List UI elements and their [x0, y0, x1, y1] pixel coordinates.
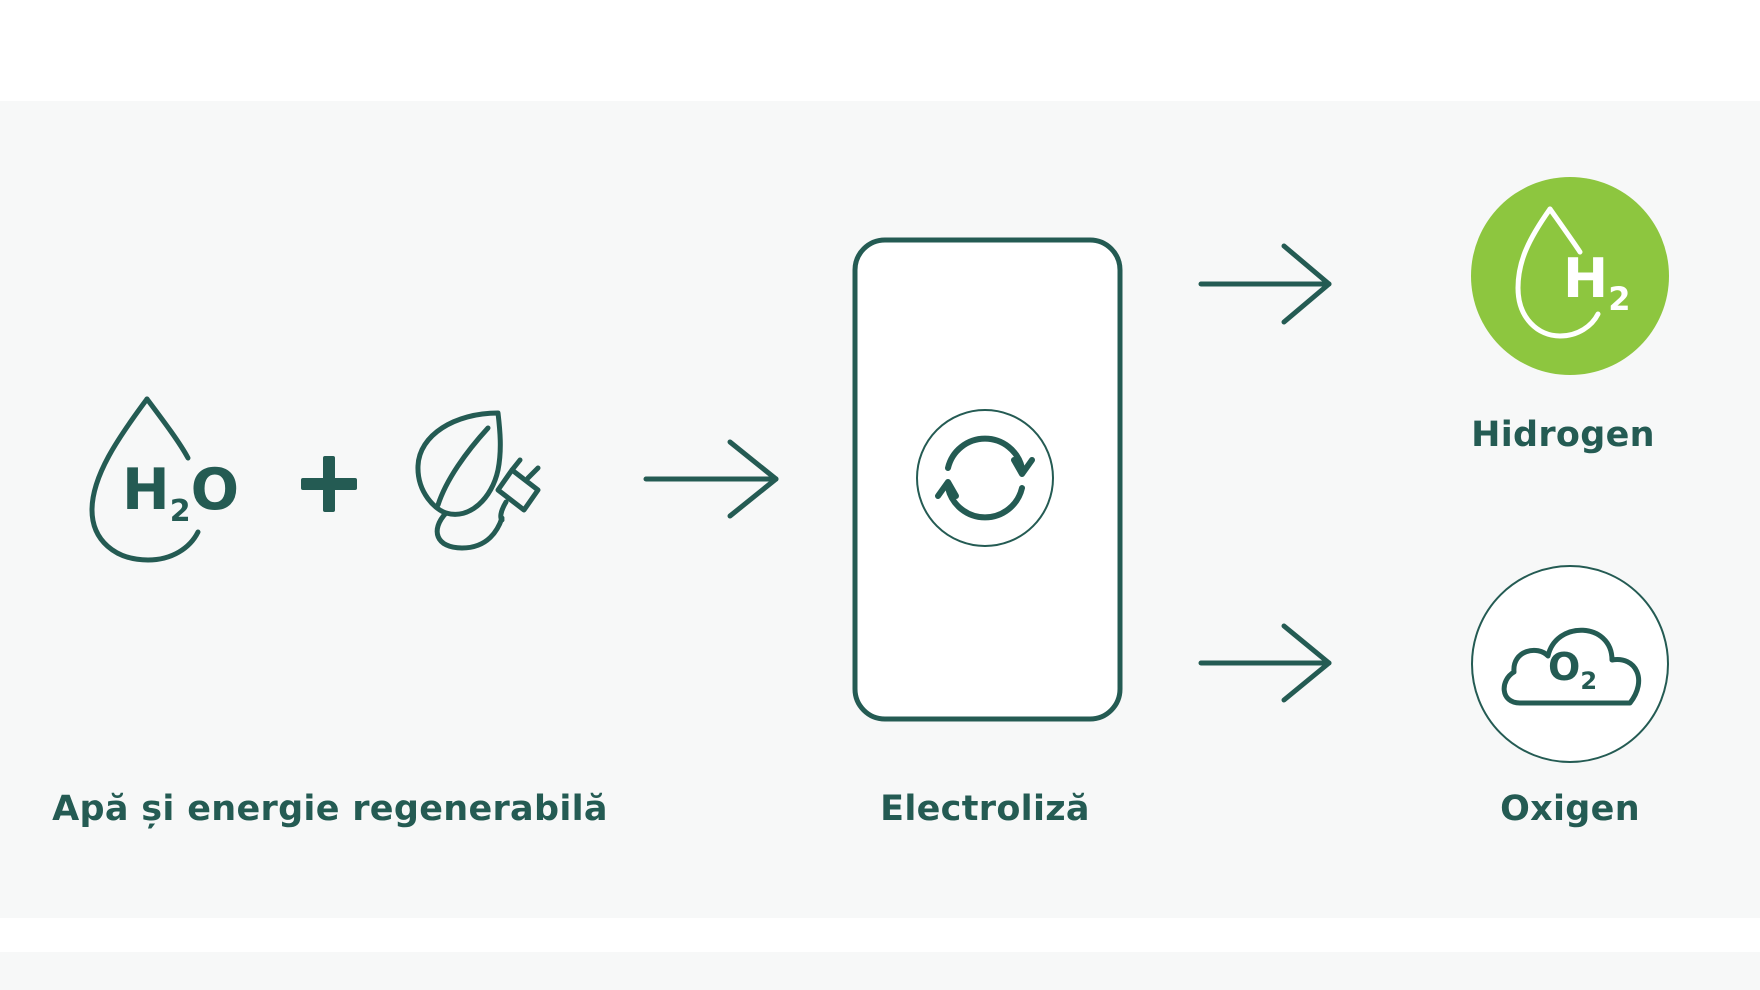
oxygen-cloud-icon: O2 — [1471, 565, 1669, 763]
cycle-arrows-icon — [916, 409, 1054, 547]
electrolysis-label: Electroliză — [880, 789, 1090, 829]
hydrogen-drop-icon: H2 — [1471, 177, 1669, 375]
arrow-to-oxygen-icon — [1198, 623, 1332, 703]
svg-text:O2: O2 — [1548, 645, 1597, 695]
arrow-to-hydrogen-icon — [1198, 243, 1332, 325]
leaf-plug-icon — [415, 410, 541, 551]
bottom-strip — [0, 952, 1760, 990]
oxygen-label: Oxigen — [1500, 789, 1640, 829]
svg-text:H2: H2 — [1563, 247, 1630, 318]
hydrogen-label: Hidrogen — [1471, 415, 1655, 455]
water-drop-icon — [89, 396, 201, 563]
arrow-to-electrolysis-icon — [643, 439, 779, 519]
inputs-label: Apă și energie regenerabilă — [52, 789, 608, 829]
plus-icon — [301, 456, 357, 512]
water-formula: H2O — [122, 457, 239, 529]
